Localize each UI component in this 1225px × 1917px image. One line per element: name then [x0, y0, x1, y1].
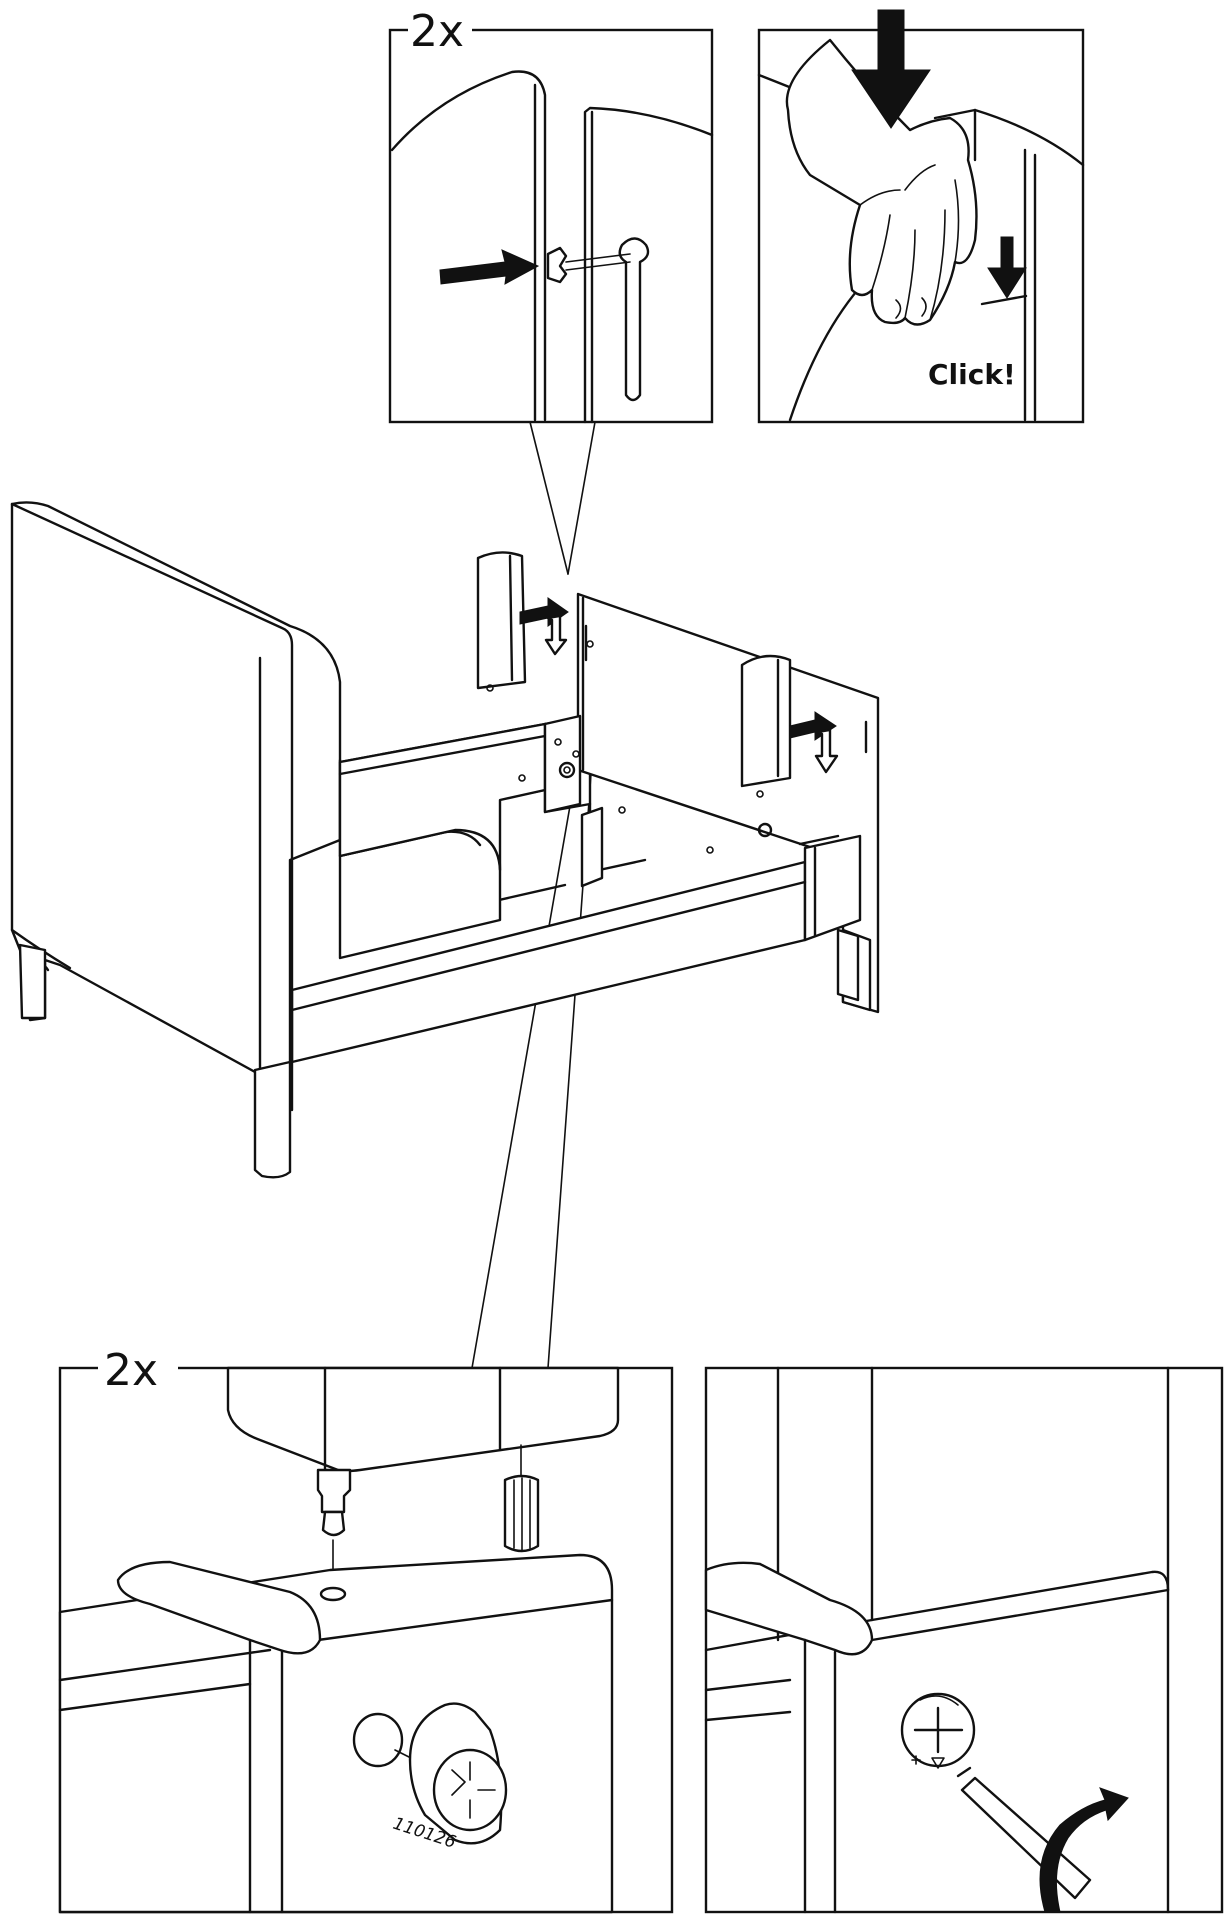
- snap-arrow-icon: [980, 236, 1028, 306]
- click-sound-label: Click!: [928, 358, 1016, 391]
- slide-arrow-icon-right: [789, 711, 839, 774]
- detail-panel-cam-lock: 2x 110126: [58, 1345, 674, 1914]
- press-arrow-icon: [851, 9, 931, 129]
- bed-frame-illustration: [10, 501, 880, 1179]
- end-cap-right: [740, 654, 839, 798]
- push-arrow-icon: [439, 249, 540, 285]
- quantity-label: 2x: [410, 6, 464, 57]
- hand-illustration: [785, 38, 978, 326]
- detail-panel-tighten-cam: [704, 1366, 1224, 1914]
- cam-lock-face: [900, 1692, 976, 1769]
- quantity-label: 2x: [104, 1345, 158, 1396]
- slide-arrow-icon-left: [519, 597, 569, 656]
- end-cap-left: [476, 551, 569, 692]
- detail-panel-insert-dowel: 2x: [388, 6, 714, 424]
- screwdriver-icon: [956, 1766, 1092, 1900]
- turn-arrow-icon: [1039, 1787, 1129, 1913]
- detail-panel-press-click: Click!: [757, 9, 1085, 424]
- cam-lock-fitting: 110126: [352, 1702, 508, 1853]
